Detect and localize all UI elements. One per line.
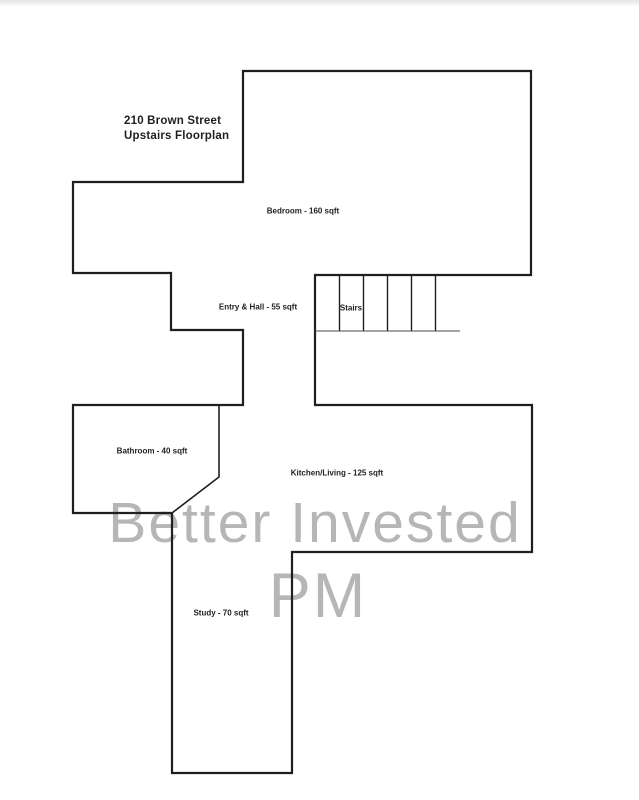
stair-treads [338,275,437,331]
room-label-stairs: Stairs [339,303,363,313]
title-line-2: Upstairs Floorplan [124,130,230,142]
room-label-entry-hall: Entry & Hall - 55 sqft [218,302,298,312]
bathroom-wall [171,405,220,514]
room-label-study: Study - 70 sqft [193,608,249,618]
room-label-kitchen-living: Kitchen/Living - 125 sqft [290,468,384,478]
watermark-line1: Better Invested [108,491,522,555]
floorplan-outline [71,69,534,775]
watermark-line2: PM [268,561,368,631]
room-label-bathroom: Bathroom - 40 sqft [116,446,188,456]
floorplan-title: 210 Brown Street Upstairs Floorplan [124,114,229,144]
room-label-bedroom: Bedroom - 160 sqft [266,206,340,216]
title-line-1: 210 Brown Street [124,115,222,127]
